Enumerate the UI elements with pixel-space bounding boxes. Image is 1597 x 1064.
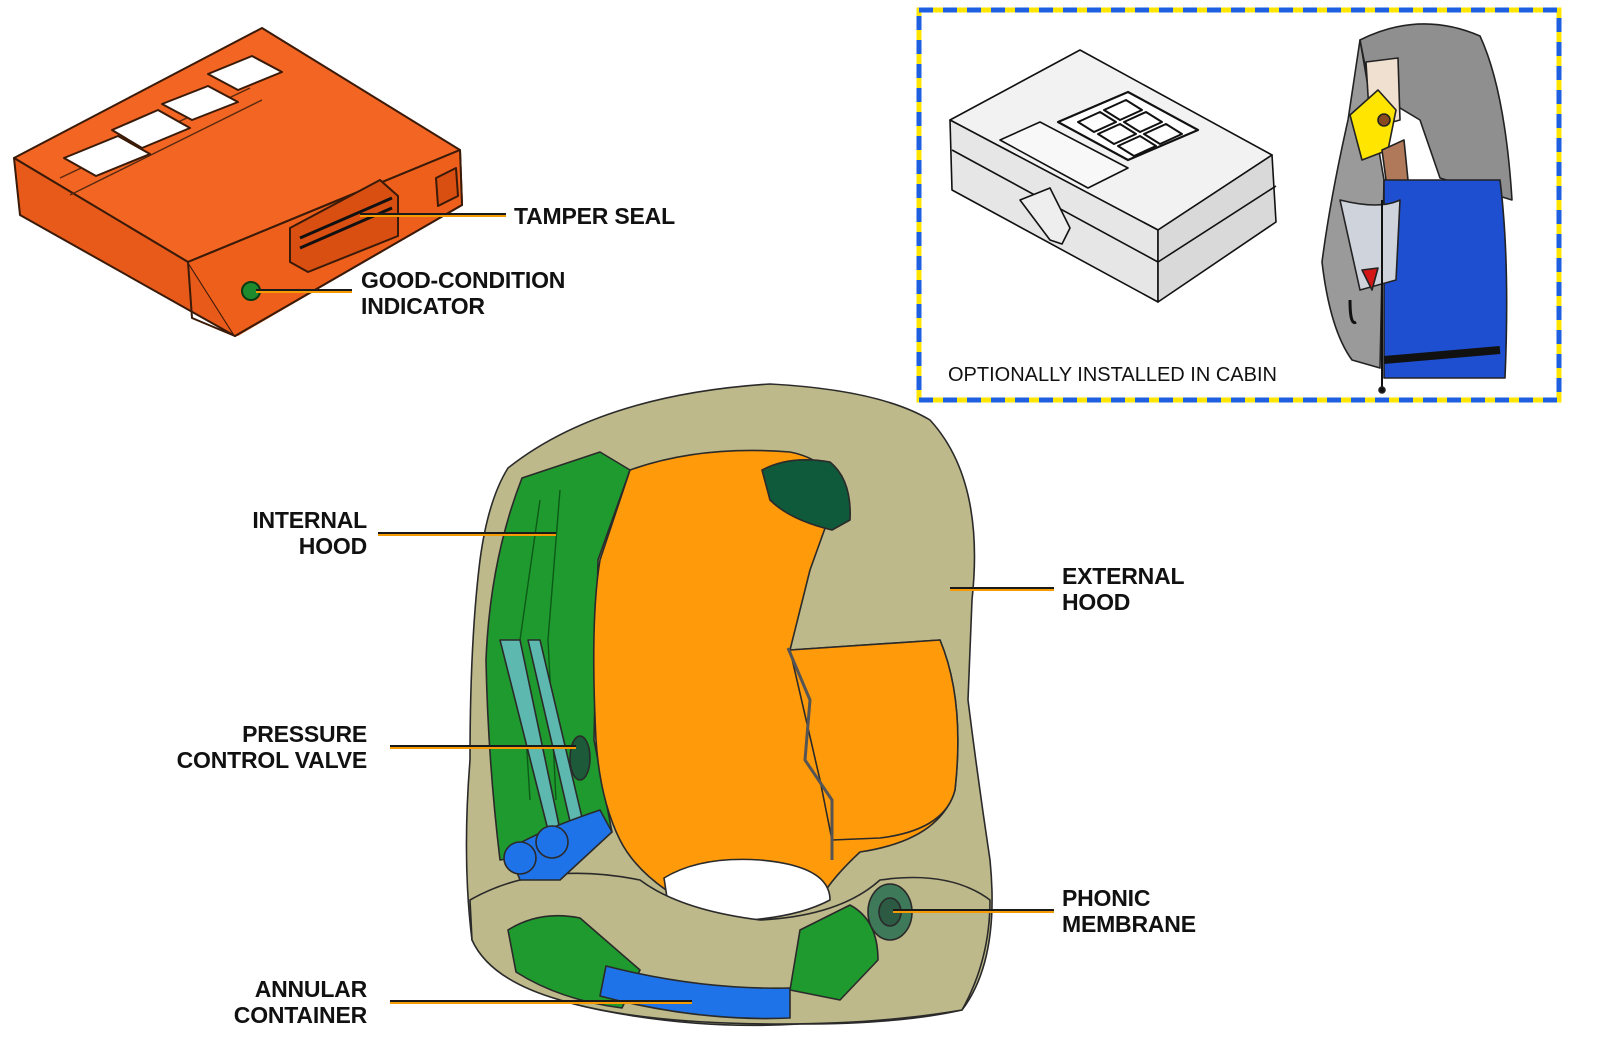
hood-illustration xyxy=(465,383,993,1027)
cabin-box xyxy=(949,49,1277,303)
label-annular-container: ANNULAR CONTAINER xyxy=(233,976,367,1028)
label-pressure-control-valve: PRESSURE CONTROL VALVE xyxy=(176,721,368,773)
inset-caption: OPTIONALLY INSTALLED IN CABIN xyxy=(948,364,1277,386)
label-internal-hood: INTERNAL HOOD xyxy=(252,507,367,559)
label-phonic-membrane: PHONIC MEMBRANE xyxy=(1062,885,1196,937)
label-tamper-seal: TAMPER SEAL xyxy=(514,203,675,229)
label-good-condition-indicator: GOOD-CONDITION INDICATOR xyxy=(361,267,566,319)
person-wearing-hood xyxy=(1321,23,1513,394)
label-external-hood: EXTERNAL HOOD xyxy=(1062,563,1185,615)
leader-lines xyxy=(256,213,1054,1004)
